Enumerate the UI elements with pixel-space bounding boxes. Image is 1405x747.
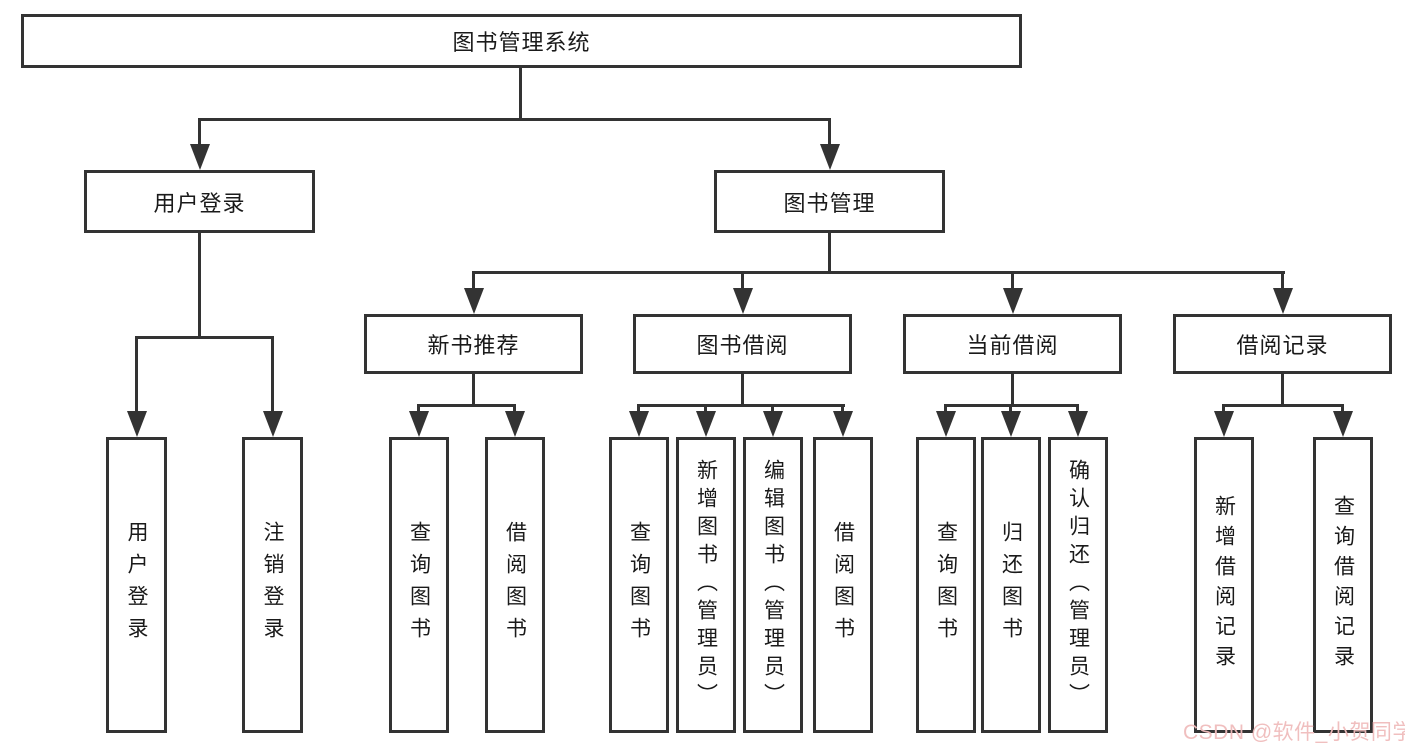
node-root-label: 图书管理系统	[452, 30, 591, 55]
arrow-to-current-borrow	[1002, 271, 1023, 314]
leaf-add-borrow-record-label: 新增借阅记录	[1212, 495, 1236, 675]
node-borrow-records-label: 借阅记录	[1236, 333, 1329, 358]
connector-book-borrow-branch	[638, 404, 845, 407]
leaf-query-borrow-record-label: 查询借阅记录	[1331, 495, 1355, 675]
leaf-user-login-label: 用户登录	[125, 521, 148, 649]
leaf-query-books-1-label: 查询图书	[407, 521, 431, 649]
arrow-to-query-books-2	[628, 404, 649, 437]
node-book-management-label: 图书管理	[783, 190, 876, 216]
leaf-logout: 注销登录	[242, 437, 303, 733]
leaf-borrow-books-1: 借阅图书	[485, 437, 545, 733]
arrow-to-borrow-books-1	[504, 404, 525, 437]
leaf-return-book-label: 归还图书	[999, 521, 1023, 649]
leaf-add-book-admin-label: 新增图书（管理员）	[694, 459, 718, 711]
node-borrow-records: 借阅记录	[1173, 314, 1392, 374]
leaf-add-book-admin: 新增图书（管理员）	[676, 437, 736, 733]
arrow-to-confirm-return-admin	[1067, 404, 1088, 437]
node-new-book-recommend: 新书推荐	[364, 314, 583, 374]
leaf-confirm-return-admin-label: 确认归还（管理员）	[1066, 459, 1090, 711]
connector-user-login-stem	[198, 233, 201, 338]
arrow-to-query-books-3	[935, 404, 956, 437]
connector-borrow-records-stem	[1281, 374, 1284, 407]
connector-user-login-branch	[135, 336, 274, 339]
leaf-query-books-2-label: 查询图书	[627, 521, 651, 649]
leaf-query-books-3: 查询图书	[916, 437, 976, 733]
node-book-management: 图书管理	[714, 170, 945, 233]
connector-current-borrow-stem	[1011, 374, 1014, 407]
arrow-to-book-management	[819, 118, 840, 170]
leaf-edit-book-admin: 编辑图书（管理员）	[743, 437, 803, 733]
arrow-to-edit-book-admin	[762, 404, 783, 437]
leaf-borrow-books-1-label: 借阅图书	[503, 521, 527, 649]
node-current-borrow-label: 当前借阅	[966, 333, 1059, 358]
connector-book-management-branch	[472, 271, 1285, 274]
node-new-book-recommend-label: 新书推荐	[427, 333, 520, 358]
leaf-edit-book-admin-label: 编辑图书（管理员）	[761, 459, 785, 711]
leaf-user-login: 用户登录	[106, 437, 167, 733]
arrow-to-book-borrow	[732, 271, 753, 314]
leaf-confirm-return-admin: 确认归还（管理员）	[1048, 437, 1108, 733]
csdn-watermark: CSDN @软件_小贺同学	[1183, 721, 1405, 744]
arrow-to-borrow-records	[1272, 271, 1293, 314]
node-user-login: 用户登录	[84, 170, 315, 233]
connector-borrow-records-branch	[1223, 404, 1344, 407]
arrow-to-new-book-recommend	[463, 271, 484, 314]
arrow-to-query-books-1	[408, 404, 429, 437]
leaf-return-book: 归还图书	[981, 437, 1041, 733]
leaf-logout-label: 注销登录	[261, 521, 284, 649]
connector-book-management-stem	[828, 233, 831, 274]
leaf-query-books-3-label: 查询图书	[934, 521, 958, 649]
connector-book-borrow-stem	[741, 374, 744, 407]
connector-root-stem	[519, 68, 522, 119]
arrow-to-borrow-books-2	[832, 404, 853, 437]
leaf-borrow-books-2-label: 借阅图书	[831, 521, 855, 649]
connector-new-book-recommend-stem	[472, 374, 475, 407]
arrow-to-query-borrow-record	[1332, 404, 1353, 437]
arrow-to-add-borrow-record	[1213, 404, 1234, 437]
connector-root-branch	[199, 118, 831, 121]
leaf-borrow-books-2: 借阅图书	[813, 437, 873, 733]
node-book-borrow-label: 图书借阅	[696, 333, 789, 358]
leaf-add-borrow-record: 新增借阅记录	[1194, 437, 1254, 733]
leaf-query-books-1: 查询图书	[389, 437, 449, 733]
arrow-to-leaf-logout	[262, 336, 283, 437]
arrow-to-return-book	[1000, 404, 1021, 437]
leaf-query-books-2: 查询图书	[609, 437, 669, 733]
arrow-to-user-login	[189, 118, 210, 170]
leaf-query-borrow-record: 查询借阅记录	[1313, 437, 1373, 733]
node-book-borrow: 图书借阅	[633, 314, 852, 374]
arrow-to-add-book-admin	[695, 404, 716, 437]
node-current-borrow: 当前借阅	[903, 314, 1122, 374]
connector-new-book-recommend-branch	[418, 404, 516, 407]
node-root: 图书管理系统	[21, 14, 1022, 68]
node-user-login-label: 用户登录	[153, 190, 246, 216]
arrow-to-leaf-user-login	[126, 336, 147, 437]
